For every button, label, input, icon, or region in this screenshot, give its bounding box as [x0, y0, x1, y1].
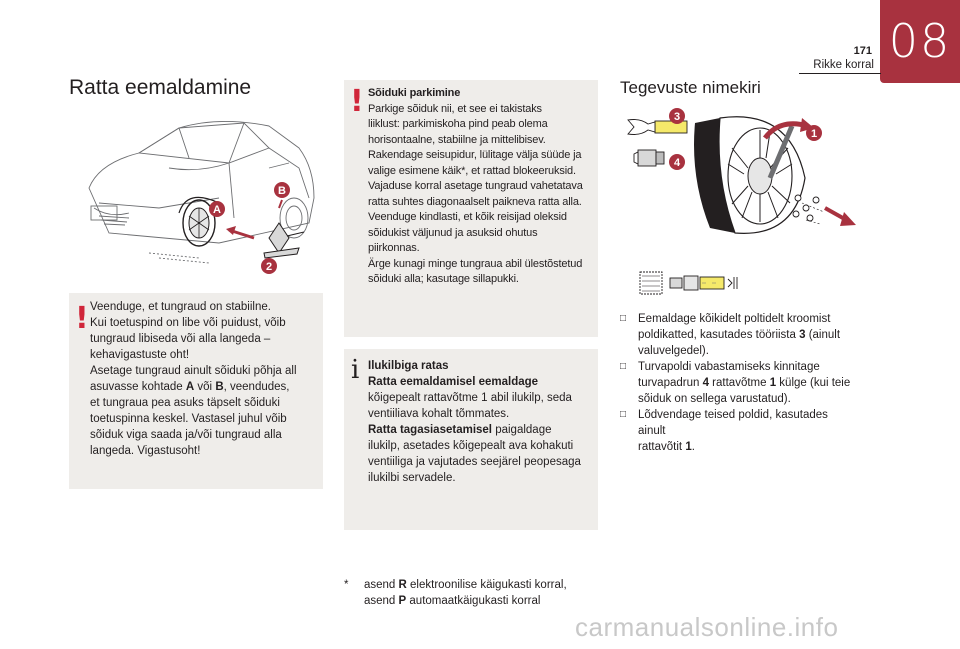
- section-title-left: Ratta eemaldamine: [69, 76, 252, 99]
- footnote: * asend R elektroonilise käigukasti korr…: [344, 579, 567, 607]
- svg-text:B: B: [278, 185, 286, 197]
- svg-text:4: 4: [674, 157, 681, 169]
- wheel-bolts-illustration: 1 3 4: [627, 108, 856, 295]
- svg-text:A: A: [213, 204, 221, 216]
- chapter-tab: 08: [880, 0, 960, 83]
- section-title-right: Tegevuste nimekiri: [620, 78, 761, 97]
- checkbox-icon: □: [620, 409, 627, 420]
- parking-title: Sõiduki parkimine: [368, 87, 461, 99]
- warning-text-jack: Veenduge, et tungraud on stabiilne. Kui …: [90, 301, 297, 457]
- badge-4: 4: [669, 154, 685, 170]
- info-box-hubcap: i Ilukilbiga ratas Ratta eemaldamisel ee…: [344, 349, 598, 530]
- page-number: 171: [853, 45, 872, 57]
- svg-text:3: 3: [674, 111, 680, 123]
- exclamation-icon: !: [350, 84, 364, 119]
- badge-3: 3: [669, 108, 685, 124]
- header-rule: [799, 73, 881, 74]
- steps-list: □ Eemaldage kõikidelt poltidelt kroomist…: [620, 311, 856, 455]
- warning-text-parking: Sõiduki parkimine Parkige sõiduk nii, et…: [368, 87, 583, 285]
- checkbox-icon: □: [620, 361, 627, 372]
- step-item: □ Turvapoldi vabastamiseks kinnitage tur…: [620, 361, 851, 405]
- watermark: carmanualsonline.info: [575, 612, 839, 642]
- exclamation-icon: !: [75, 301, 89, 336]
- info-text-hubcap: Ilukilbiga ratas Ratta eemaldamisel eema…: [368, 360, 581, 484]
- badge-b: B: [274, 182, 290, 198]
- step-item: □ Eemaldage kõikidelt poltidelt kroomist…: [620, 313, 841, 357]
- step-item: □ Lõdvendage teised poldid, kasutades ai…: [620, 409, 828, 453]
- warning-box-jack: ! Veenduge, et tungraud on stabiilne. Ku…: [69, 293, 323, 489]
- badge-2: 2: [261, 258, 277, 274]
- svg-text:1: 1: [811, 128, 817, 140]
- badge-a: A: [209, 201, 225, 217]
- checkbox-icon: □: [620, 313, 627, 324]
- warning-box-parking: ! Sõiduki parkimine Parkige sõiduk nii, …: [344, 80, 598, 337]
- chapter-number: 08: [888, 14, 952, 68]
- car-jack-illustration: B A 2: [88, 121, 315, 274]
- section-name: Rikke korral: [813, 59, 874, 71]
- svg-text:2: 2: [266, 261, 272, 273]
- badge-1: 1: [806, 125, 822, 141]
- hubcap-title: Ilukilbiga ratas: [368, 360, 449, 372]
- info-icon: i: [351, 355, 360, 385]
